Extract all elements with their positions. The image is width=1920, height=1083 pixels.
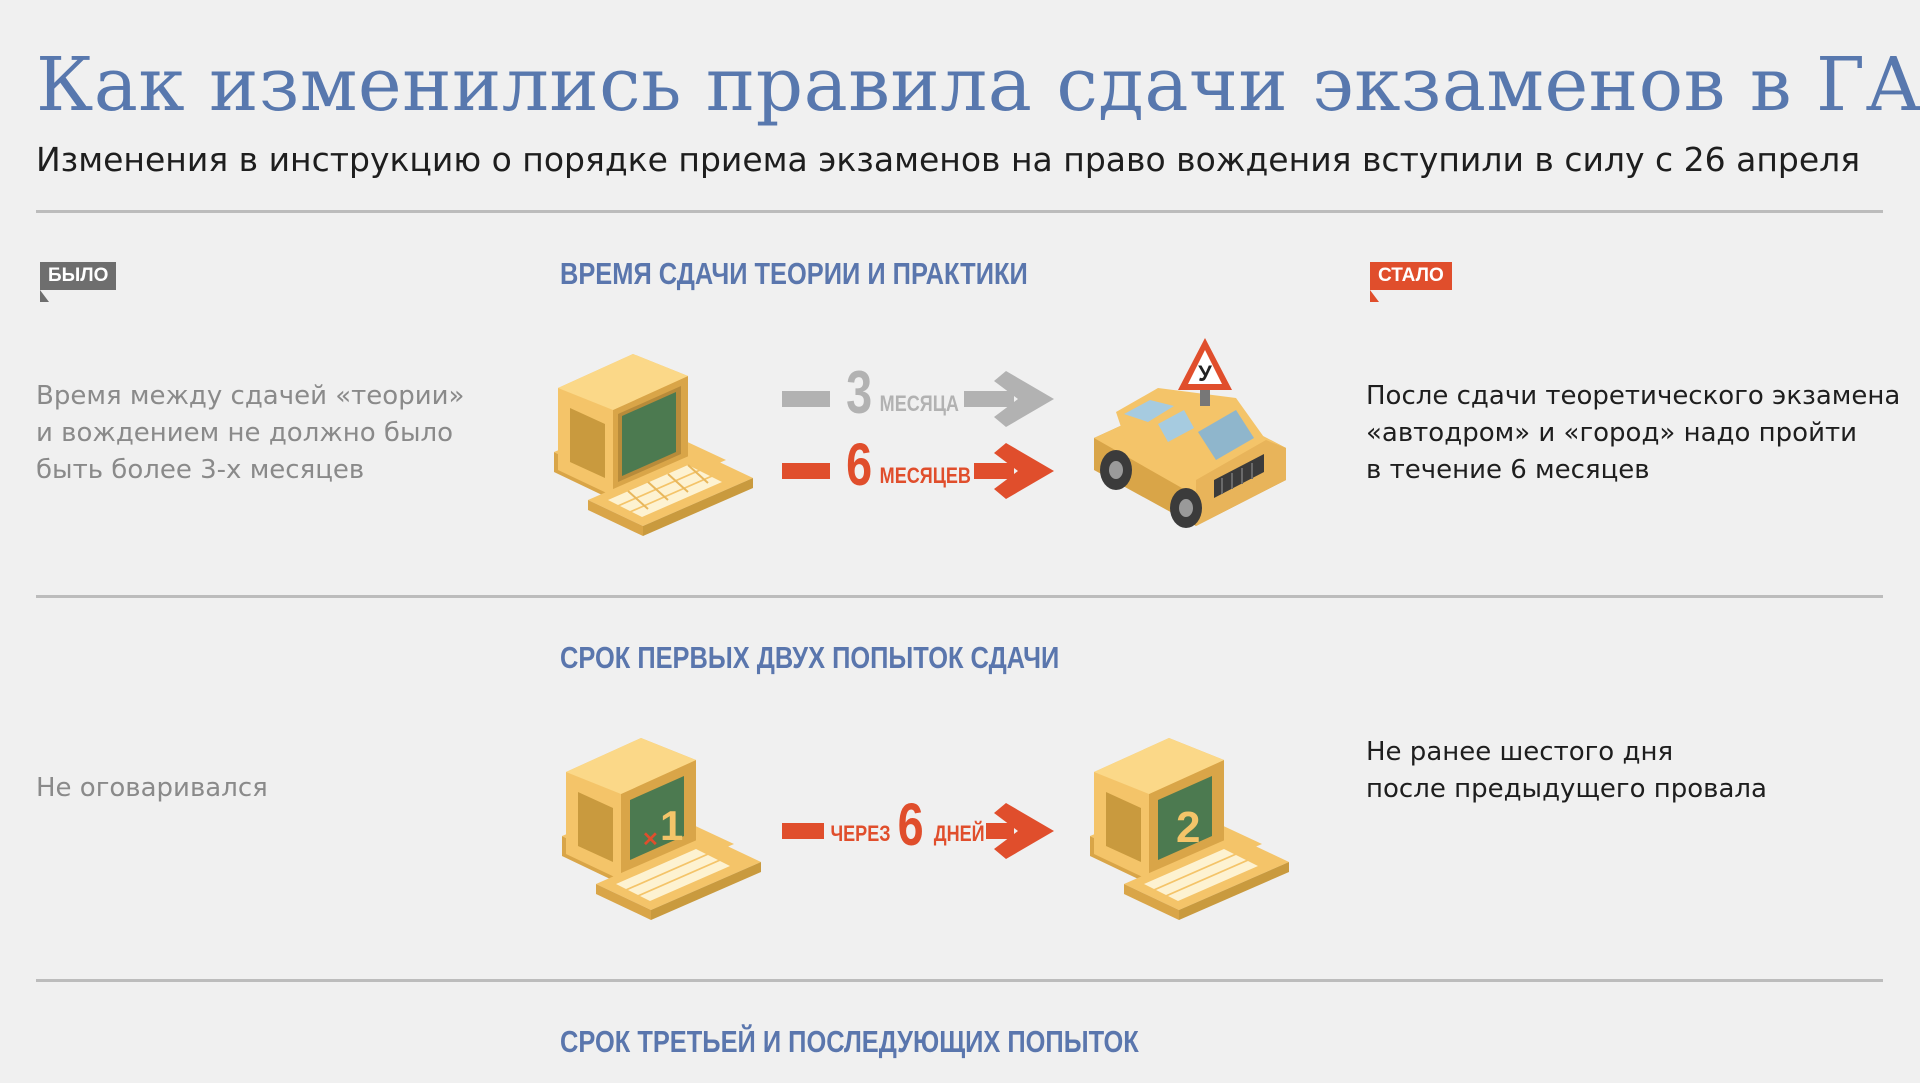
tag-before: БЫЛО bbox=[40, 262, 117, 302]
section-2-after-line: после предыдущего провала bbox=[1366, 774, 1767, 804]
section-divider bbox=[36, 979, 1883, 982]
section-1-after-line: После сдачи теоретического экзамена bbox=[1366, 381, 1901, 411]
page-title: Как изменились правила сдачи экзаменов в… bbox=[36, 42, 1920, 128]
section-divider bbox=[36, 595, 1883, 598]
section-1-after-text: После сдачи теоретического экзамена «авт… bbox=[1366, 378, 1900, 489]
arrow-old-head bbox=[994, 371, 1054, 427]
header-divider bbox=[36, 210, 1883, 213]
section-1-heading: ВРЕМЯ СДАЧИ ТЕОРИИ И ПРАКТИКИ bbox=[560, 256, 1028, 291]
arrow-prefix: ЧЕРЕЗ bbox=[830, 822, 890, 846]
arrow-diagram: 3 МЕСЯЦА 6 МЕСЯЦЕВ bbox=[782, 359, 1054, 499]
section-1-before-line: быть более 3-х месяцев bbox=[36, 455, 365, 485]
arrow-old-shaft bbox=[964, 391, 1014, 407]
arrow-new-tail bbox=[782, 463, 830, 479]
car-sign-letter: У bbox=[1198, 361, 1212, 386]
section-1-after-line: «автодром» и «город» надо пройти bbox=[1366, 418, 1858, 448]
arrow-head bbox=[994, 803, 1054, 859]
arrow-new-shaft bbox=[974, 463, 1014, 479]
screen-number: 1 bbox=[660, 802, 683, 849]
section-1-before-line: и вождением не должно было bbox=[36, 418, 454, 448]
arrow-diagram: ЧЕРЕЗ 6 ДНЕЙ bbox=[782, 791, 1054, 859]
fail-mark-icon: ✕ bbox=[642, 829, 659, 851]
section-1-after-line: в течение 6 месяцев bbox=[1366, 455, 1650, 485]
arrow-tail bbox=[782, 823, 824, 839]
computer-icon: 2 bbox=[1090, 738, 1289, 920]
page-subtitle: Изменения в инструкцию о порядке приема … bbox=[36, 140, 1861, 179]
section-1-before-text: Время между сдачей «теории» и вождением … bbox=[36, 378, 464, 489]
arrow-old-number: 3 bbox=[846, 359, 872, 426]
screen-number: 2 bbox=[1176, 803, 1200, 852]
arrow-new-unit: МЕСЯЦЕВ bbox=[880, 464, 971, 488]
learner-car-icon: У bbox=[1094, 338, 1286, 528]
section-2-heading: СРОК ПЕРВЫХ ДВУХ ПОПЫТОК СДАЧИ bbox=[560, 640, 1060, 675]
arrow-new-number: 6 bbox=[846, 431, 872, 498]
arrow-number: 6 bbox=[898, 791, 924, 858]
arrow-new-head bbox=[994, 443, 1054, 499]
section-2-before-line: Не оговаривался bbox=[36, 773, 268, 803]
section-2-before-text: Не оговаривался bbox=[36, 770, 268, 807]
tag-after: СТАЛО bbox=[1370, 262, 1452, 302]
arrow-unit: ДНЕЙ bbox=[934, 820, 985, 846]
computer-icon: ✕ 1 bbox=[562, 738, 761, 920]
arrow-old-tail bbox=[782, 391, 830, 407]
section-2-after-text: Не ранее шестого дня после предыдущего п… bbox=[1366, 734, 1767, 808]
section-2-after-line: Не ранее шестого дня bbox=[1366, 737, 1674, 767]
section-3-heading: СРОК ТРЕТЬЕЙ И ПОСЛЕДУЮЩИХ ПОПЫТОК bbox=[560, 1024, 1139, 1059]
arrow-shaft bbox=[986, 823, 1014, 839]
arrow-old-unit: МЕСЯЦА bbox=[880, 392, 959, 416]
section-1-before-line: Время между сдачей «теории» bbox=[36, 381, 465, 411]
computer-icon bbox=[554, 354, 753, 536]
